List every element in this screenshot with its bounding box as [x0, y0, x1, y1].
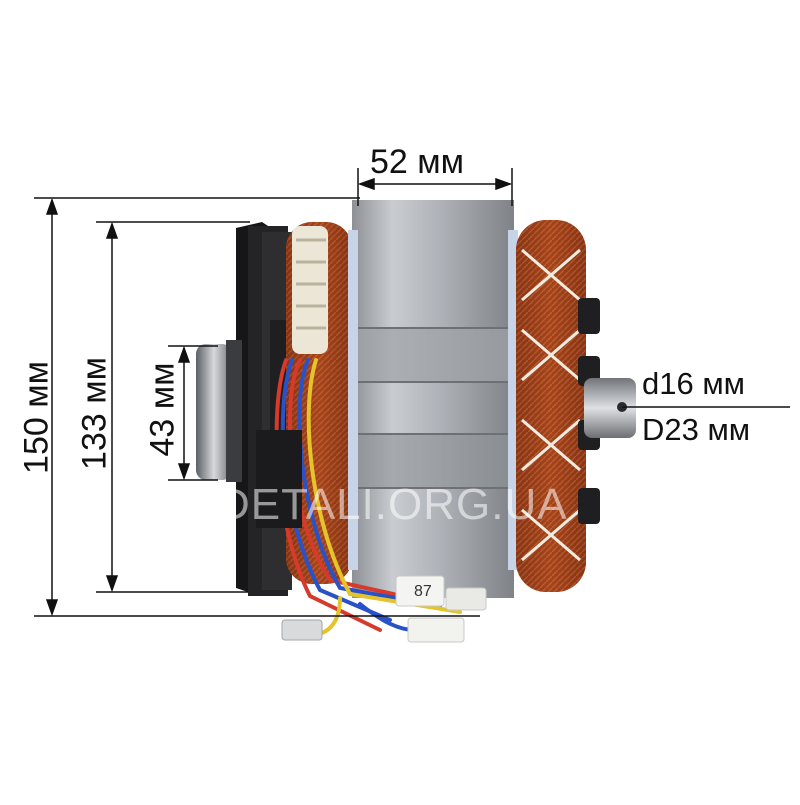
stator-width-label: 52 мм: [370, 143, 465, 181]
shaft-inner-diameter-label: d16 мм: [642, 366, 745, 401]
overall-height-label: 150 мм: [17, 361, 56, 474]
dimension-lines: [34, 168, 790, 617]
shaft: [584, 378, 636, 438]
shaft-outer-diameter-label: D23 мм: [642, 412, 751, 447]
stator-core: [348, 200, 518, 598]
right-winding: [516, 220, 586, 592]
part-marking: 87: [414, 583, 432, 600]
heat-shrink-sleeve: [256, 430, 302, 528]
flange-height-label: 133 мм: [75, 357, 114, 470]
watermark: DETALI.ORG.UA: [218, 480, 568, 529]
terminal-connectors: [281, 575, 487, 643]
left-winding: [286, 222, 352, 584]
bearing-height-label: 43 мм: [143, 362, 182, 457]
rear-bearing: [196, 340, 242, 482]
